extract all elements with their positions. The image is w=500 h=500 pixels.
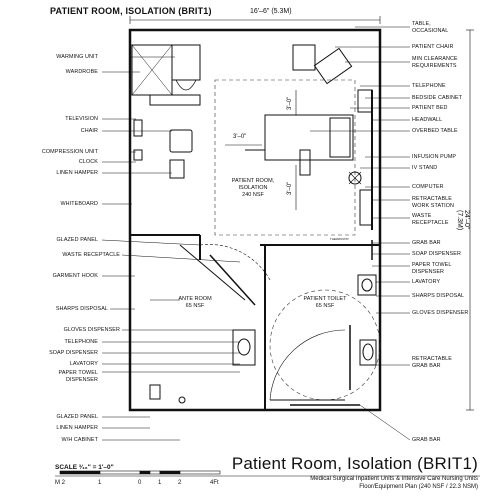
label-linen-hamper-2: LINEN HAMPER [56,425,98,431]
patient-chair [313,47,353,85]
label-sharps-disposal: SHARPS DISPOSAL [55,306,108,312]
overbed-table [299,149,311,176]
label-table-occasional: OCCASIONAL [412,28,449,34]
label-paper-towel-r: PAPER TOWEL [412,262,452,268]
room-label-toilet: PATIENT TOILET 65 NSF [303,296,347,309]
label-retractable-grab-bar: GRAB BAR [412,363,441,369]
label-lavatory-r: LAVATORY [412,279,441,285]
label-paper-towel-dispenser: DISPENSER [65,377,98,383]
occasional-table [292,44,316,71]
room-label-ante: ANTE ROOM 65 NSF [178,296,212,309]
label-soap-dispenser-r: SOAP DISPENSER [412,251,461,257]
scale-tick: 0 [138,480,142,486]
height-dimension: 24'–0" (7.3M) [456,210,470,231]
label-soap-dispenser: SOAP DISPENSER [49,350,98,356]
clearance-dim: 3'–0" [287,96,293,110]
visitor-chair [169,129,193,153]
drawing-header-title: PATIENT ROOM, ISOLATION (BRIT1) [50,6,212,16]
thermostat-label: THERMOSTAT [330,237,349,241]
label-retractable-r: RETRACTABLE [412,356,452,362]
label-wardrobe: WARDROBE [65,69,98,75]
label-grab-bar: GRAB BAR [412,240,441,246]
scale-tick: 1 [98,480,102,486]
label-headwall: HEADWALL [412,117,443,123]
label-table: TABLE, [412,21,431,27]
label-paper-towel-dispenser-r: DISPENSER [412,269,445,275]
label-sharps-disposal-r: SHARPS DISPOSAL [412,293,465,299]
label-grab-bar-2: GRAB BAR [412,437,441,443]
scale-tick: M 2 [55,480,66,486]
label-retractable: RETRACTABLE [412,196,452,202]
label-linen-hamper: LINEN HAMPER [56,170,98,176]
label-computer: COMPUTER [412,184,444,190]
label-work-station: WORK STATION [412,203,455,209]
label-patient-chair: PATIENT CHAIR [412,44,454,50]
drawing-subtitle-2: Floor/Equipment Plan (240 NSF / 22.3 NSM… [359,484,478,490]
label-television: TELEVISION [65,116,98,122]
label-min-clearance: MIN CLEARANCE [412,56,458,62]
scale-tick: 1 [158,480,162,486]
label-chair: CHAIR [80,128,98,134]
label-compression-unit: COMPRESSION UNIT [41,149,98,155]
toilet [359,339,377,366]
width-dimension: 16'–6" (5.3M) [250,8,292,15]
bedside-cabinet [357,89,373,113]
label-overbed-table: OVERBED TABLE [412,128,458,134]
label-warming-unit: WARMING UNIT [56,54,98,60]
drawing-subtitle: Medical Surgical Inpatient Units & Inten… [310,476,478,482]
label-whiteboard: WHITEBOARD [60,201,98,207]
label-garment-hook: GARMENT HOOK [52,273,98,279]
label-paper-towel: PAPER TOWEL [58,370,98,376]
label-glazed-panel: GLAZED PANEL [56,237,98,243]
work-station [359,189,373,226]
label-waste-receptacle: WASTE RECEPTACLE [62,252,120,258]
label-infusion-pump: INFUSION PUMP [412,154,457,160]
label-gloves-dispenser-r: GLOVES DISPENSER [412,310,469,316]
toilet-lavatory [357,274,377,296]
outer-wall [128,28,382,412]
scale-tick: 4Ft [210,480,219,486]
clearance-dim: 3'–0" [233,134,247,140]
label-min-clearance-req: REQUIREMENTS [412,63,457,69]
warming-unit [171,44,201,81]
television [133,119,143,137]
label-iv-stand: IV STAND [412,165,438,171]
label-waste: WASTE [412,213,432,219]
iv-stand [348,171,362,185]
label-bedside-cabinet: BEDSIDE CABINET [412,95,463,101]
label-telephone-r: TELEPHONE [412,83,446,89]
patient-bed [264,114,354,161]
room-label-patient: PATIENT ROOM, ISOLATION 240 NSF [231,178,275,198]
label-wh-cabinet: W/H CABINET [61,437,98,443]
label-glazed-panel-2: GLAZED PANEL [56,414,98,420]
label-lavatory: LAVATORY [69,361,98,367]
label-telephone: TELEPHONE [64,339,98,345]
scale-tick: 2 [178,480,182,486]
label-gloves-dispenser: GLOVES DISPENSER [63,327,120,333]
label-clock: CLOCK [78,159,98,165]
ante-lavatory [232,329,256,366]
linen-hamper [169,159,185,179]
label-receptacle: RECEPTACLE [412,220,449,226]
drawing-title: Patient Room, Isolation (BRIT1) [231,454,478,473]
label-patient-bed: PATIENT BED [412,105,448,111]
scale-label: SCALE ³⁄₁₆" = 1'–0" [55,464,114,471]
